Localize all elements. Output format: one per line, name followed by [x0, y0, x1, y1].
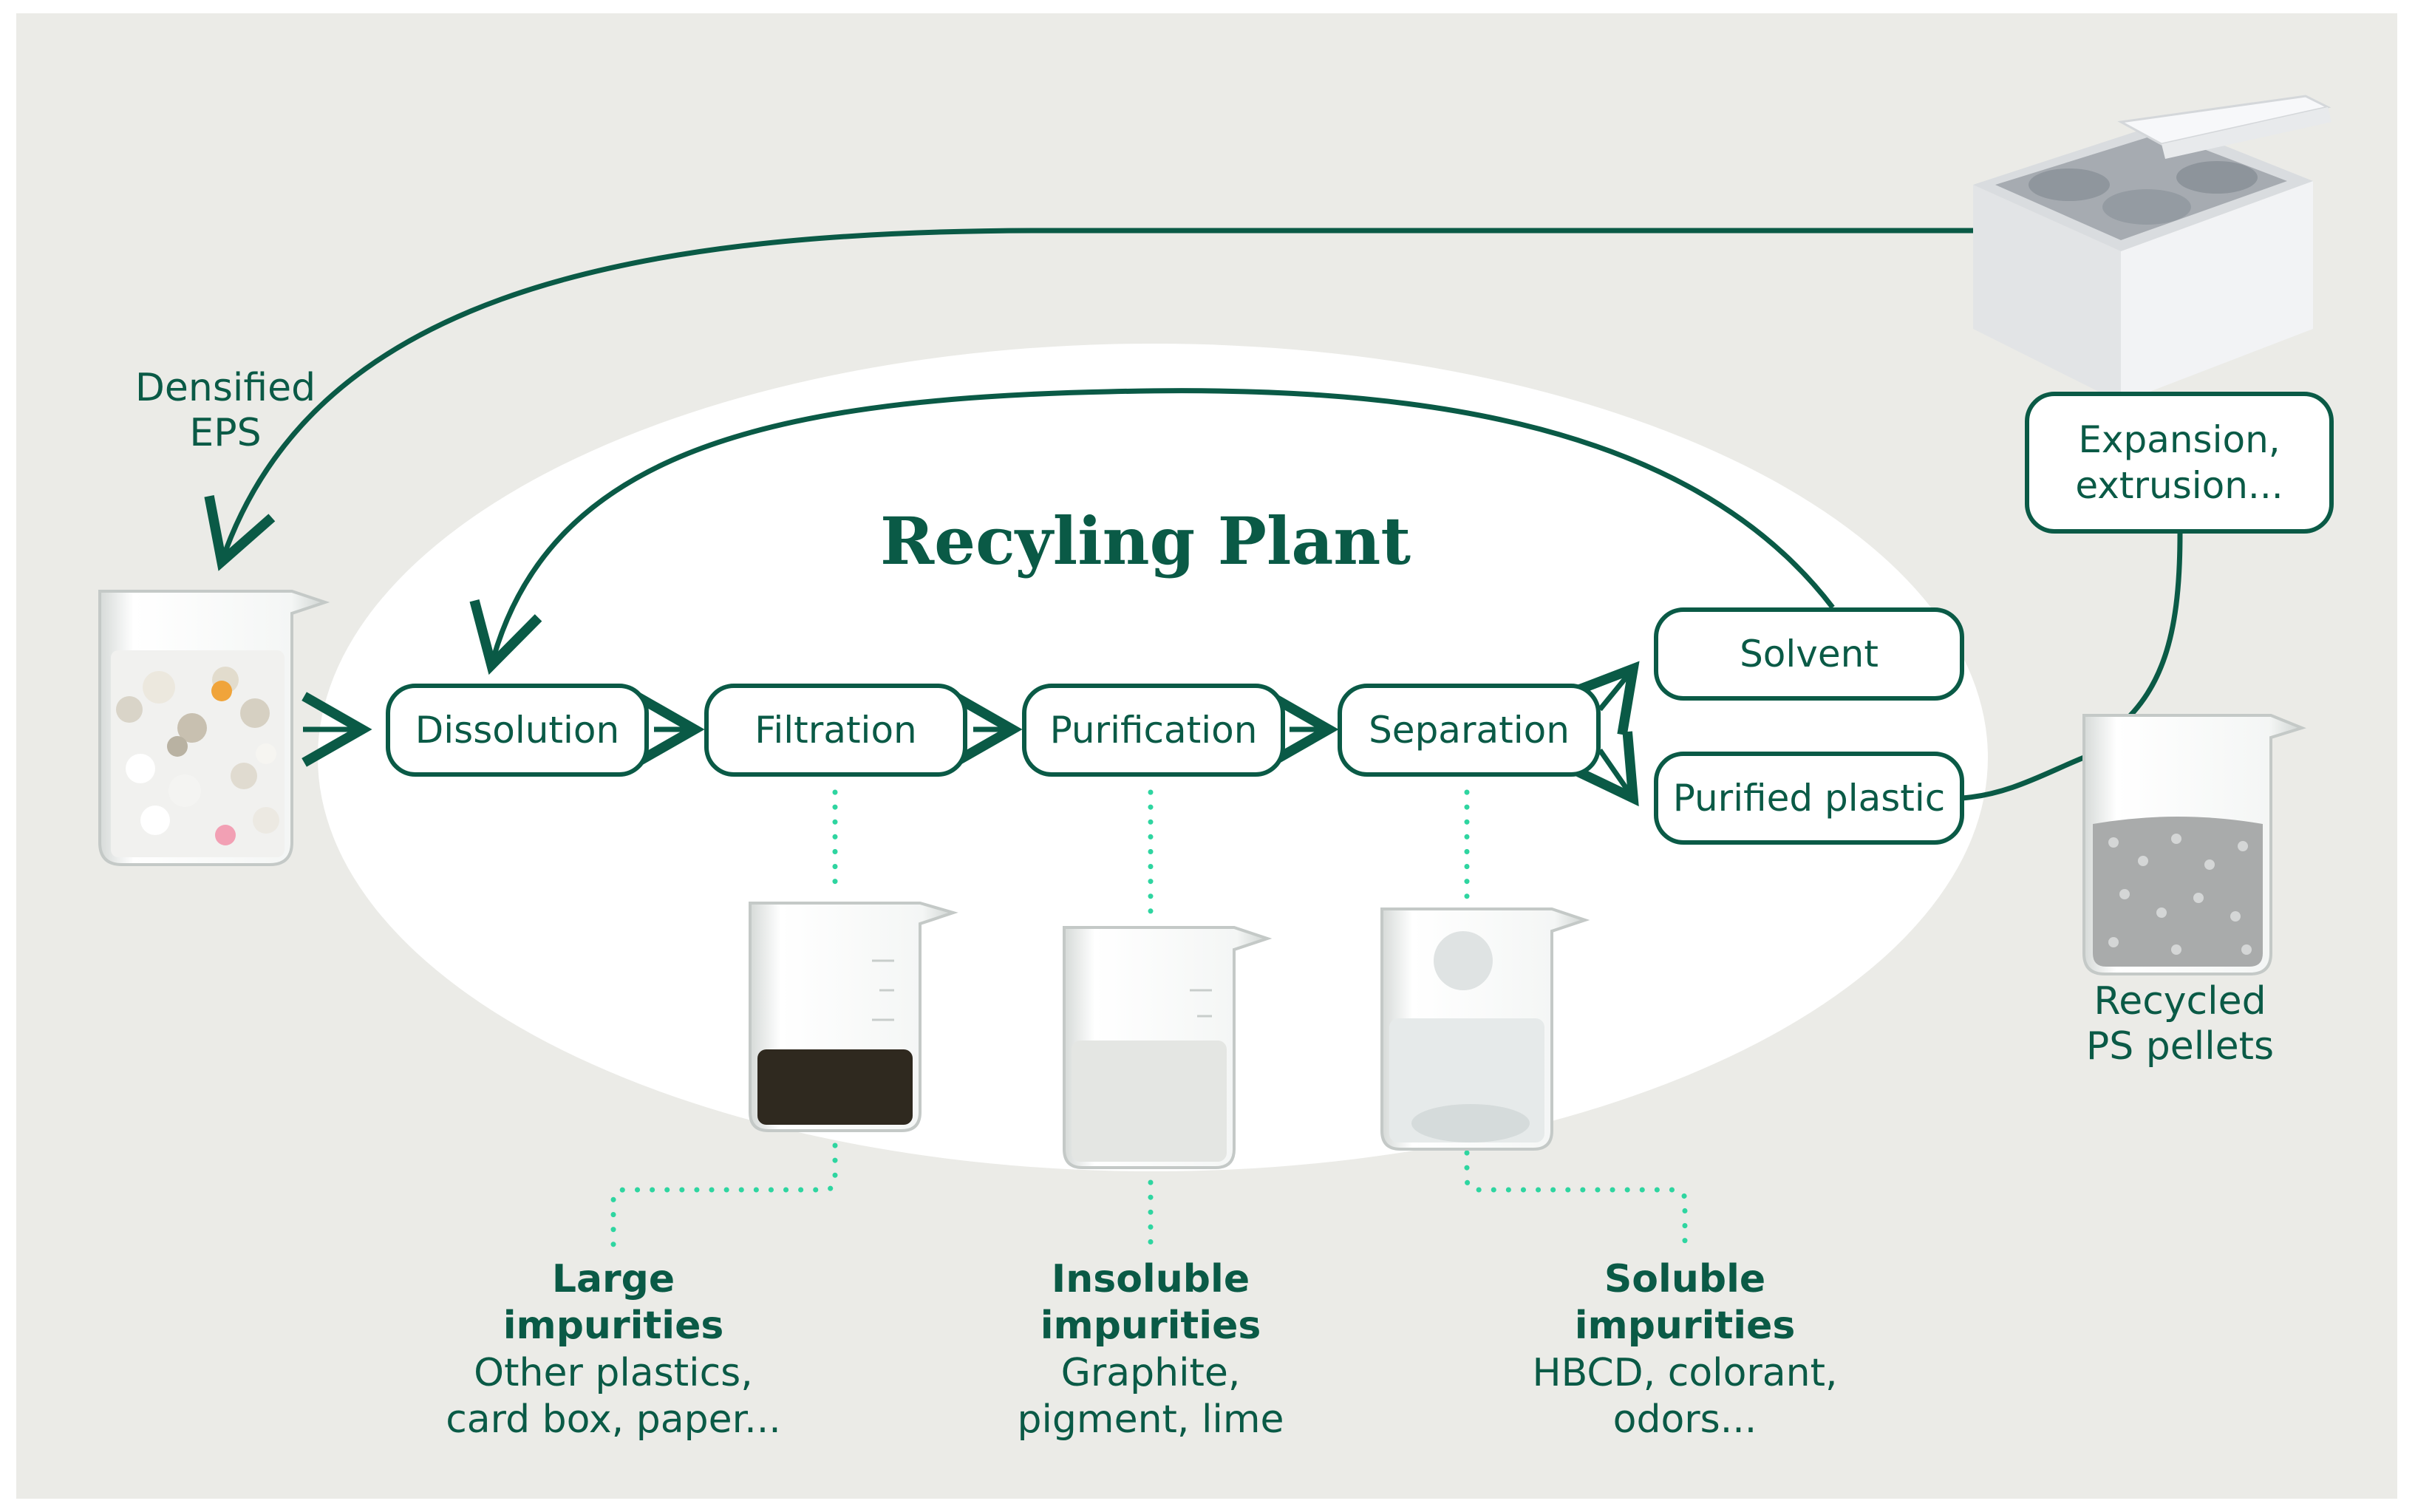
- insoluble-impurities-heading-1: Insoluble: [1051, 1257, 1250, 1301]
- densified-eps-line1: Densified: [134, 366, 316, 410]
- solvent-return-arrow: [469, 388, 1835, 675]
- beaker-dark-liquid-icon: [749, 902, 958, 1132]
- recycled-pellets-line1: Recycled: [2094, 979, 2266, 1024]
- soluble-impurities-desc-2: odors...: [1612, 1397, 1757, 1443]
- recycled-pellets-label: Recycled PS pellets: [2029, 979, 2331, 1070]
- insoluble-impurities-text: Insoluble impurities Graphite, pigment, …: [922, 1256, 1380, 1444]
- expansion-extrusion-node: Expansion, extrusion...: [2025, 392, 2334, 534]
- large-impurities-text: Large impurities Other plastics, card bo…: [384, 1256, 842, 1444]
- arrow-separation-to-solvent: [1569, 661, 1640, 736]
- soluble-impurities-heading-2: impurities: [1574, 1304, 1796, 1349]
- return-arrow-outer: [204, 228, 1980, 571]
- recycled-pellets-line2: PS pellets: [2085, 1024, 2275, 1069]
- connector-purified-to-pellets: [1961, 755, 2085, 801]
- expansion-line1: Expansion,: [2078, 418, 2281, 461]
- connector-pellets-to-expansion: [2115, 533, 2183, 730]
- page-title: Recyling Plant: [879, 503, 1411, 579]
- dotted-connectors: [610, 789, 1688, 1248]
- insoluble-impurities-desc-1: Graphite,: [1060, 1350, 1241, 1395]
- filtration-node: Filtration: [704, 684, 967, 777]
- purification-node: Purification: [1022, 684, 1285, 777]
- large-impurities-desc-1: Other plastics,: [474, 1350, 753, 1395]
- arrow-separation-to-purified: [1570, 731, 1639, 807]
- densified-eps-label: Densified EPS: [103, 366, 347, 457]
- purified-plastic-node: Purified plastic: [1654, 752, 1964, 845]
- dissolution-node: Dissolution: [386, 684, 649, 777]
- beaker-clear-liquid-icon: [1380, 907, 1590, 1151]
- large-impurities-heading-2: impurities: [503, 1304, 724, 1349]
- beaker-pellets-icon: [2082, 714, 2306, 975]
- soluble-impurities-desc-1: HBCD, colorant,: [1532, 1350, 1838, 1395]
- separation-node: Separation: [1338, 684, 1601, 777]
- densified-eps-line2: EPS: [189, 411, 262, 456]
- insoluble-impurities-heading-2: impurities: [1040, 1304, 1261, 1349]
- beaker-light-liquid-icon: [1063, 926, 1273, 1169]
- large-impurities-desc-2: card box, paper...: [446, 1397, 781, 1443]
- expansion-line2: extrusion...: [2075, 464, 2283, 507]
- foam-box-icon: [1973, 95, 2331, 403]
- beaker-eps-icon: [98, 590, 330, 866]
- insoluble-impurities-desc-2: pigment, lime: [1017, 1397, 1284, 1443]
- soluble-impurities-heading-1: Soluble: [1604, 1257, 1766, 1301]
- solvent-node: Solvent: [1654, 607, 1964, 701]
- soluble-impurities-text: Soluble impurities HBCD, colorant, odors…: [1456, 1256, 1914, 1444]
- large-impurities-heading-1: Large: [551, 1257, 675, 1301]
